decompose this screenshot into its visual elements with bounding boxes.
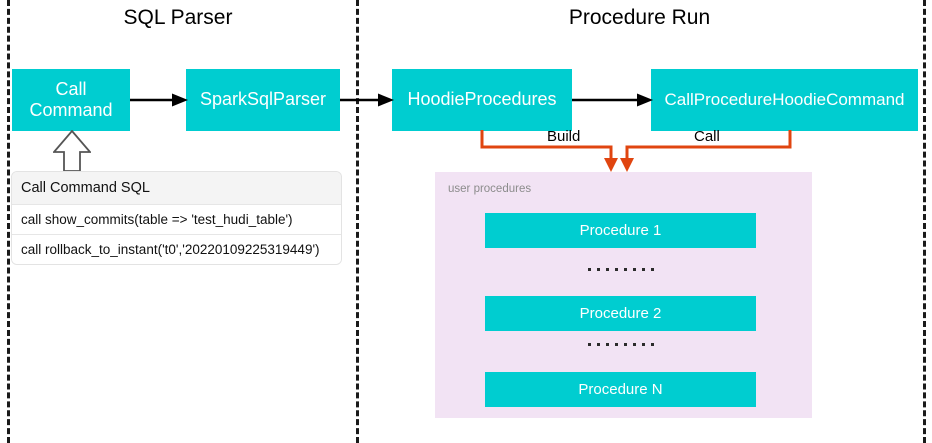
section-divider-middle <box>356 0 359 443</box>
procedure-dots-separator <box>485 264 756 274</box>
sql-table-row: call rollback_to_instant('t0','202201092… <box>12 235 341 264</box>
dot <box>650 267 654 271</box>
sql-table-header: Call Command SQL <box>12 172 341 205</box>
dot <box>587 342 591 346</box>
sql-table-row: call show_commits(table => 'test_hudi_ta… <box>12 205 341 235</box>
section-divider-left <box>7 0 10 443</box>
user-procedures-panel: user procedures Procedure 1 Procedure 2 … <box>435 172 812 418</box>
dot <box>650 342 654 346</box>
procedure-box: Procedure N <box>485 372 756 407</box>
procedure-box: Procedure 2 <box>485 296 756 331</box>
dot <box>632 267 636 271</box>
dot <box>605 267 609 271</box>
section-divider-right <box>923 0 926 443</box>
dot <box>587 267 591 271</box>
dot <box>605 342 609 346</box>
node-call-procedure-hoodie-command: CallProcedureHoodieCommand <box>651 69 918 131</box>
dot <box>623 267 627 271</box>
section-title-procedure-run: Procedure Run <box>568 6 711 29</box>
flow-arrow-spark-sql-parser-to-hoodie-procedures <box>340 93 394 107</box>
hollow-up-arrow-sql-to-call-command <box>53 130 91 172</box>
dot <box>614 267 618 271</box>
call-command-sql-table: Call Command SQL call show_commits(table… <box>12 172 341 264</box>
node-spark-sql-parser: SparkSqlParser <box>186 69 340 131</box>
procedure-box: Procedure 1 <box>485 213 756 248</box>
dot <box>614 342 618 346</box>
node-hoodie-procedures: HoodieProcedures <box>392 69 572 131</box>
dot <box>641 342 645 346</box>
dot <box>632 342 636 346</box>
connector-label-call: Call <box>694 128 720 145</box>
connector-label-build: Build <box>547 128 581 145</box>
dot <box>623 342 627 346</box>
procedure-dots-separator <box>485 339 756 349</box>
flow-arrow-hoodie-procedures-to-call-procedure-hoodie-command <box>572 93 653 107</box>
dot <box>596 267 600 271</box>
orange-elbow-connectors <box>480 130 792 172</box>
dot <box>596 342 600 346</box>
dot <box>641 267 645 271</box>
user-procedures-label: user procedures <box>448 183 532 195</box>
flow-arrow-call-command-to-spark-sql-parser <box>130 93 188 107</box>
section-title-sql-parser: SQL Parser <box>123 6 233 29</box>
